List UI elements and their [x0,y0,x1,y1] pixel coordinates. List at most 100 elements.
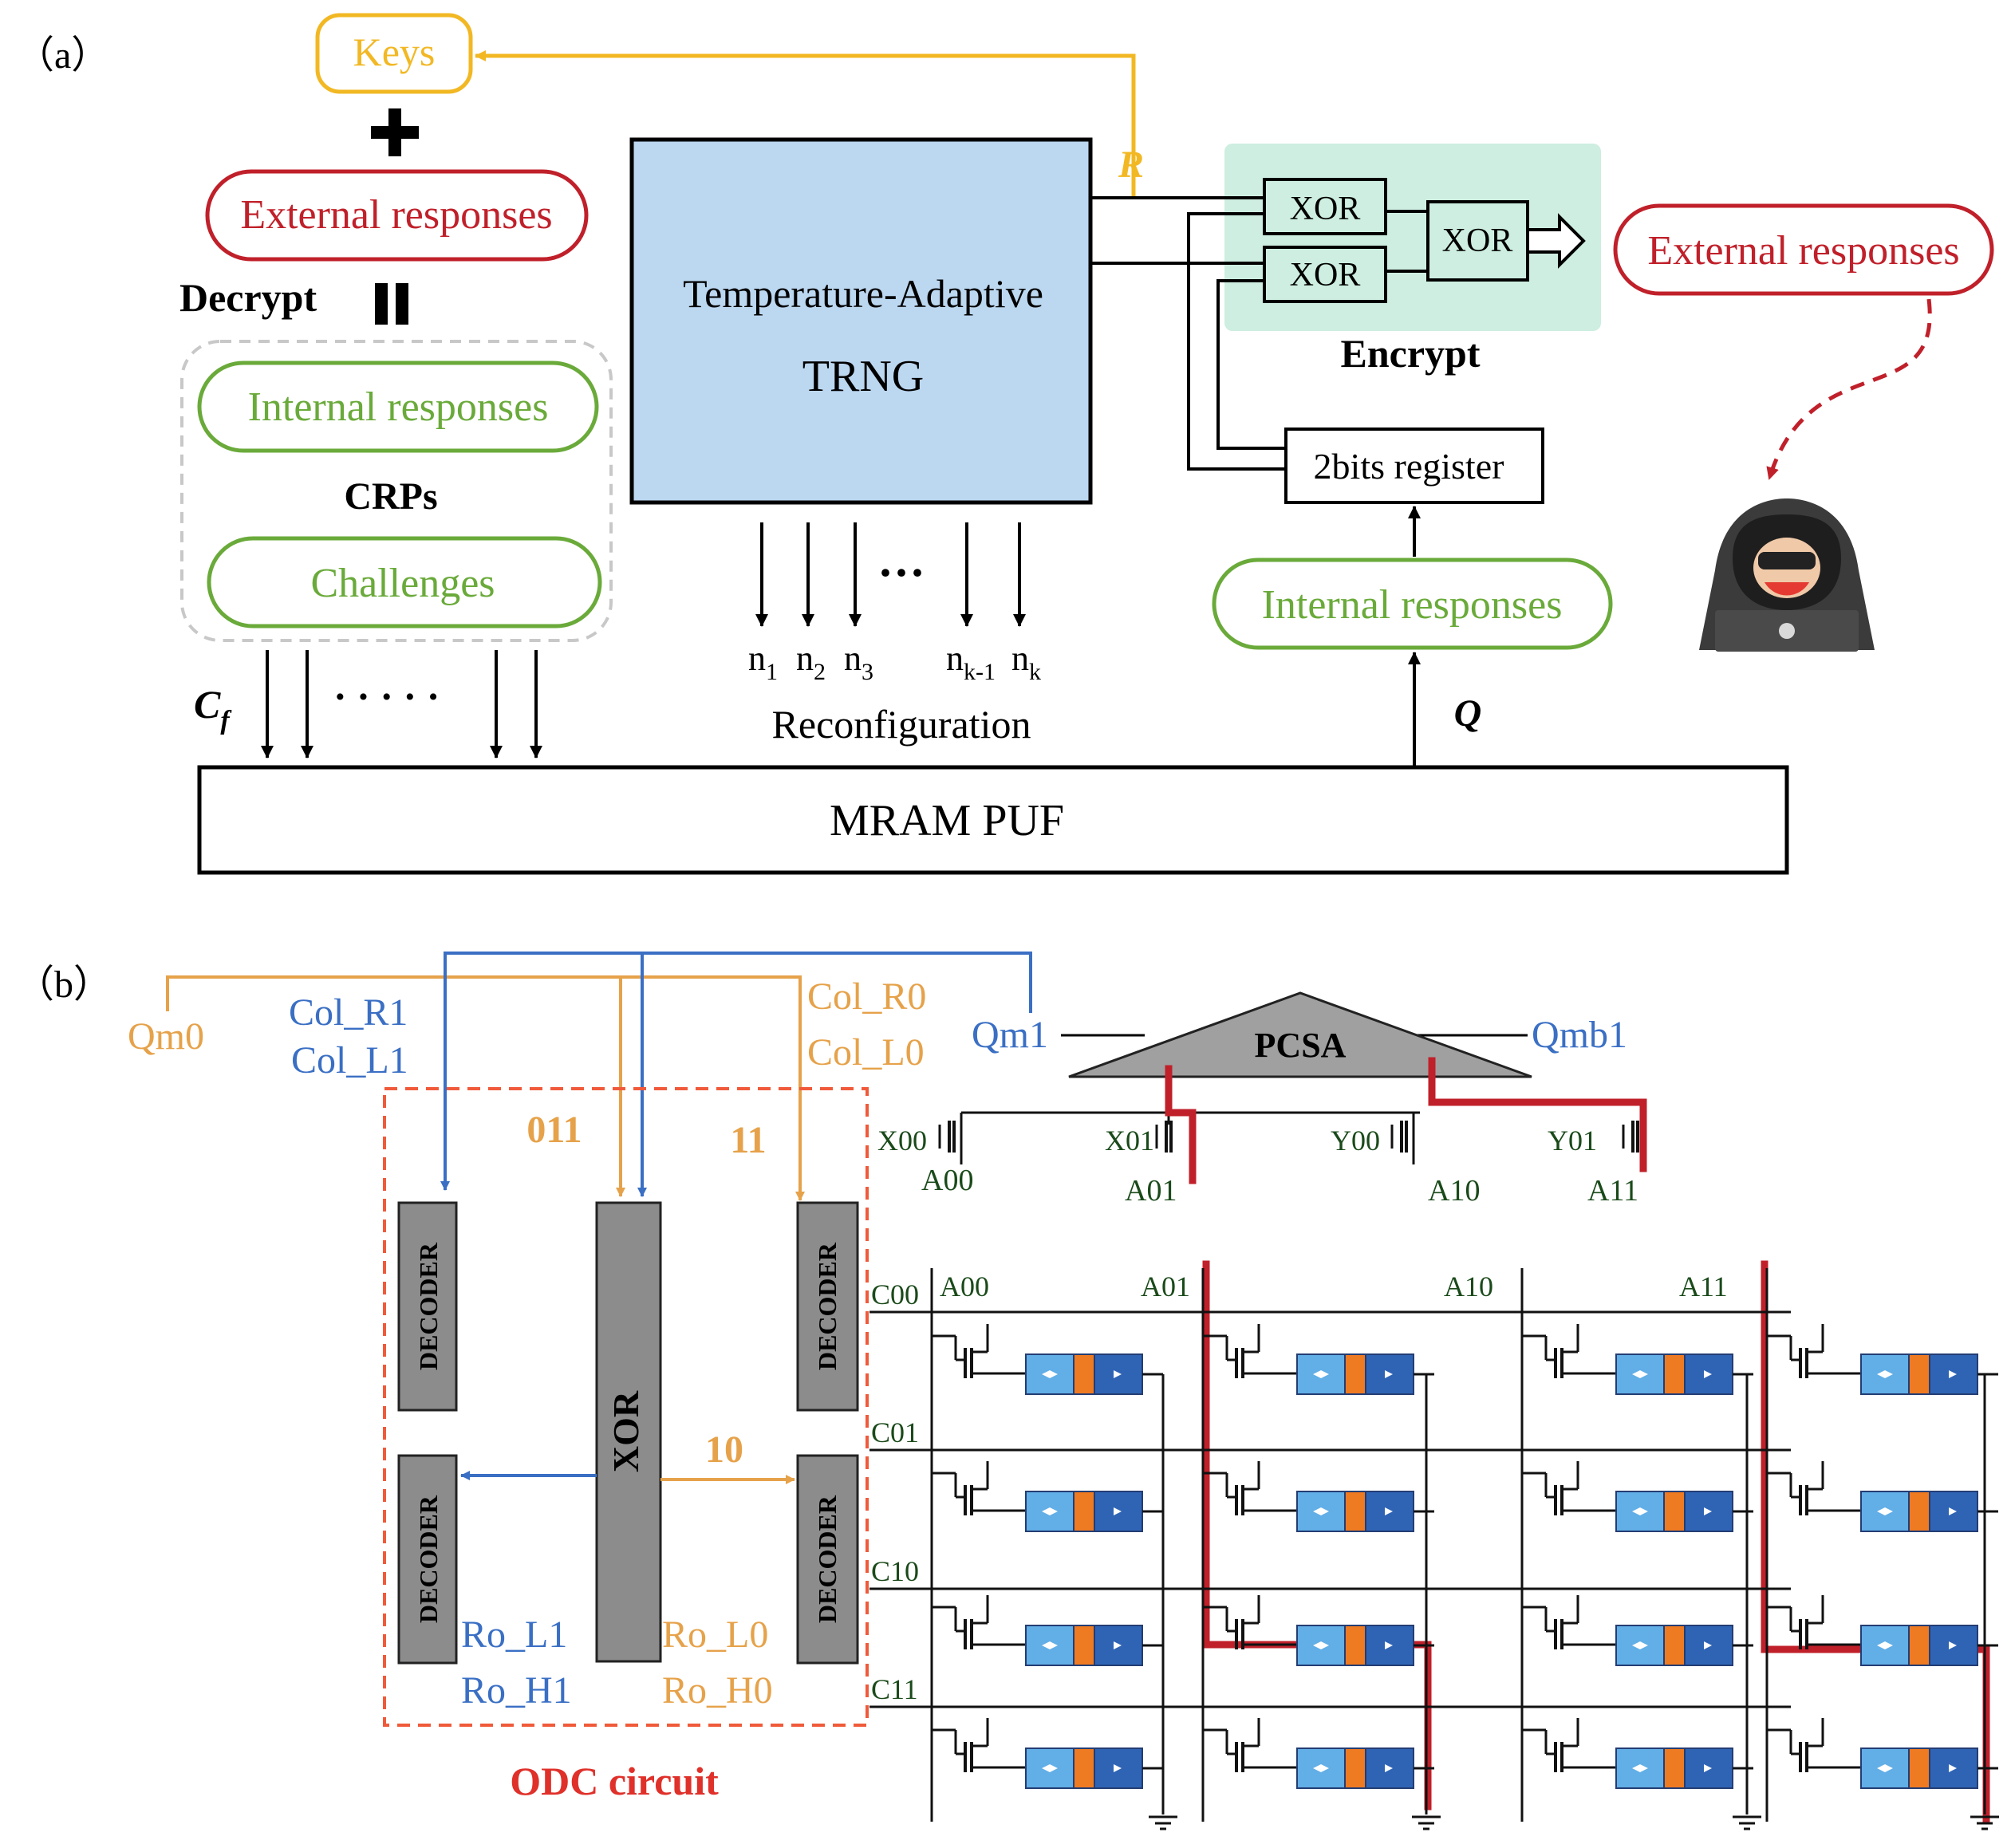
a01-top-label: A01 [1125,1174,1177,1208]
trng-output-wires [1090,196,1264,265]
source-lines [1161,1374,1986,1815]
nk-label: nk [1011,639,1041,685]
xor-internal-wires [1386,210,1428,273]
a10-top-label: A10 [1428,1174,1480,1208]
a11-array-label: A11 [1679,1271,1728,1302]
xor-final-box [1426,200,1529,282]
mram-puf-label: MRAM PUF [830,796,1064,845]
c10-label: C10 [871,1555,919,1587]
ro-l1-label: Ro_L1 [461,1614,567,1656]
a00-top-label: A00 [921,1164,973,1197]
a00-array-label: A00 [940,1271,989,1302]
c01-label: C01 [871,1417,919,1448]
internal-responses-left-box [197,361,599,453]
decoder-bottom-left: DECODER [397,1454,458,1665]
x01-label: X01 [1105,1125,1154,1156]
code-11-label: 11 [730,1119,766,1161]
qm1-wire [440,952,1032,1191]
keys-label: Keys [353,30,436,74]
external-responses-left-box [205,169,589,262]
cf-label: Cf [194,682,232,735]
n3-label: n3 [844,639,873,685]
xor-bottom-label: XOR [1290,257,1361,294]
a01-array-label: A01 [1141,1271,1190,1302]
y00-label: Y00 [1331,1125,1380,1156]
trng-label-line2: TRNG [802,352,924,401]
equals-icon [375,283,408,325]
encrypt-label: Encrypt [1341,331,1481,376]
reconfiguration-arrows [755,522,1026,627]
n-labels: n1 n2 n3 nk-1 nk [748,639,1041,685]
trng-box [629,137,1093,505]
ro-h1-label: Ro_H1 [461,1669,572,1712]
internal-responses-right-label: Internal responses [1262,582,1563,628]
pcsa-triangle [1068,991,1532,1078]
r-label: R [1118,144,1144,186]
nk-1-label: nk-1 [946,639,996,685]
n1-label: n1 [748,639,778,685]
external-responses-left-label: External responses [240,192,552,238]
ground-icons [1149,1815,1999,1830]
qm1-label: Qm1 [972,1014,1048,1056]
code-10-label: 10 [705,1428,743,1471]
column-select-transistors [938,1111,1639,1164]
ro-h0-label: Ro_H0 [662,1669,773,1712]
trng-label-line1: Temperature-Adaptive [683,271,1043,316]
r-feedback-arrow [475,50,1136,198]
bit-lines [930,1268,1768,1809]
mram-puf-box [197,765,1789,875]
a11-top-label: A11 [1587,1174,1638,1208]
odc-box [383,1087,869,1727]
register-box [1284,428,1544,504]
decoder-bottom-right-label: DECODER [813,1495,842,1623]
encrypt-output-arrow [1526,213,1586,269]
x00-label: X00 [877,1125,927,1156]
c11-label: C11 [871,1673,918,1705]
n2-label: n2 [796,639,826,685]
decrypt-label: Decrypt [179,275,317,320]
crps-label: CRPs [344,475,437,518]
col-l0-label: Col_L0 [807,1031,925,1074]
keys-box [315,13,473,94]
crps-group [180,340,613,642]
code-011-label: 011 [526,1109,582,1151]
xor-block-label: XOR [605,1390,646,1472]
internal-responses-left-label: Internal responses [248,384,549,430]
decoder-top-left: DECODER [397,1201,458,1412]
xor-block [595,1201,662,1663]
col-l1-label: Col_L1 [291,1039,408,1082]
xor-final-label: XOR [1442,223,1513,259]
col-r1-label: Col_R1 [289,991,408,1034]
hacker-icon [1699,498,1875,652]
pcsa-label: PCSA [1255,1026,1347,1065]
internal-responses-right-box [1212,558,1613,650]
plus-icon [371,108,419,156]
reconfiguration-dots: ··· [877,546,925,599]
qmb1-label: Qmb1 [1532,1014,1627,1056]
challenges-box [207,536,602,628]
col-r0-label: Col_R0 [807,975,926,1018]
external-responses-right-label: External responses [1647,228,1959,274]
word-lines [869,1310,1791,1708]
xor-top-box [1263,178,1387,235]
a10-array-label: A10 [1444,1271,1493,1302]
y01-label: Y01 [1548,1125,1597,1156]
q-label: Q [1454,692,1482,735]
decoder-bottom-right: DECODER [796,1454,859,1665]
panel-a-label: （a） [16,34,109,77]
reconfiguration-label: Reconfiguration [772,702,1031,747]
attacker-dashed-arrow [1766,298,1932,480]
challenges-label: Challenges [310,561,495,606]
qm0-label: Qm0 [128,1015,204,1058]
external-responses-right-box [1613,203,1994,296]
decoder-bottom-left-label: DECODER [414,1495,443,1623]
odc-label: ODC circuit [510,1759,719,1803]
ro-l0-label: Ro_L0 [662,1614,768,1656]
decoder-top-right: DECODER [796,1201,859,1412]
xor-top-label: XOR [1290,191,1361,227]
decoder-top-right-label: DECODER [813,1242,842,1370]
register-label: 2bits register [1314,446,1504,487]
c00-label: C00 [871,1279,919,1310]
decoder-top-left-label: DECODER [414,1242,443,1370]
